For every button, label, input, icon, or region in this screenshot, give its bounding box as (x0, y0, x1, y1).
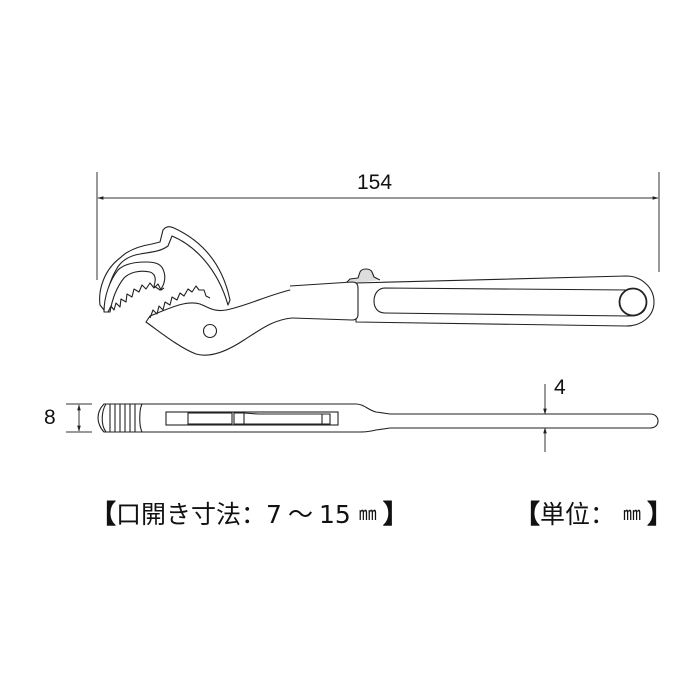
open-bracket: 【 (514, 500, 541, 530)
jaw-opening-unit: ㎜ (358, 504, 377, 525)
pivot-hole (202, 323, 218, 339)
wrench-side-view (97, 403, 659, 433)
jaw-opening-min: 7 (266, 500, 282, 529)
jaw-opening-label: 口開き寸法 (116, 500, 242, 529)
side-grip-end-right (139, 403, 143, 433)
head-thickness-dimension (66, 403, 92, 433)
close-bracket: 】 (647, 500, 674, 530)
hinge-clip (343, 268, 381, 286)
side-clip (233, 412, 331, 425)
wrench-top-view (99, 226, 655, 356)
lower-jaw-teeth (149, 285, 211, 319)
upper-jaw-inner (103, 261, 166, 313)
handle-slot (373, 287, 647, 317)
jaw-block (289, 281, 359, 321)
side-slot (165, 411, 339, 426)
upper-jaw-hook (99, 226, 231, 311)
open-bracket: 【 (90, 500, 117, 530)
jaw-opening-max: 15 (318, 500, 351, 529)
unit-value: ㎜ (623, 504, 642, 525)
overall-length-label: 154 (357, 171, 393, 194)
head-thickness-label: 8 (44, 406, 56, 429)
side-grip-ridges (109, 404, 136, 432)
range-tilde: 〜 (287, 500, 313, 529)
tip-thickness-label: 4 (554, 376, 566, 399)
side-slot-inner (187, 412, 233, 425)
colon: ： (590, 500, 616, 529)
side-grip-end (101, 403, 107, 433)
jaw-opening-caption: 【 口開き寸法 ： 7 〜 15 ㎜ 】 (90, 500, 409, 530)
overall-length-dimension (96, 172, 660, 280)
hanging-hole (618, 287, 648, 317)
unit-caption: 【 単位 ： ㎜ 】 (514, 500, 673, 530)
unit-label: 単位 (540, 500, 591, 529)
upper-jaw-teeth (107, 282, 165, 313)
close-bracket: 】 (382, 500, 409, 530)
colon: ： (241, 500, 267, 529)
